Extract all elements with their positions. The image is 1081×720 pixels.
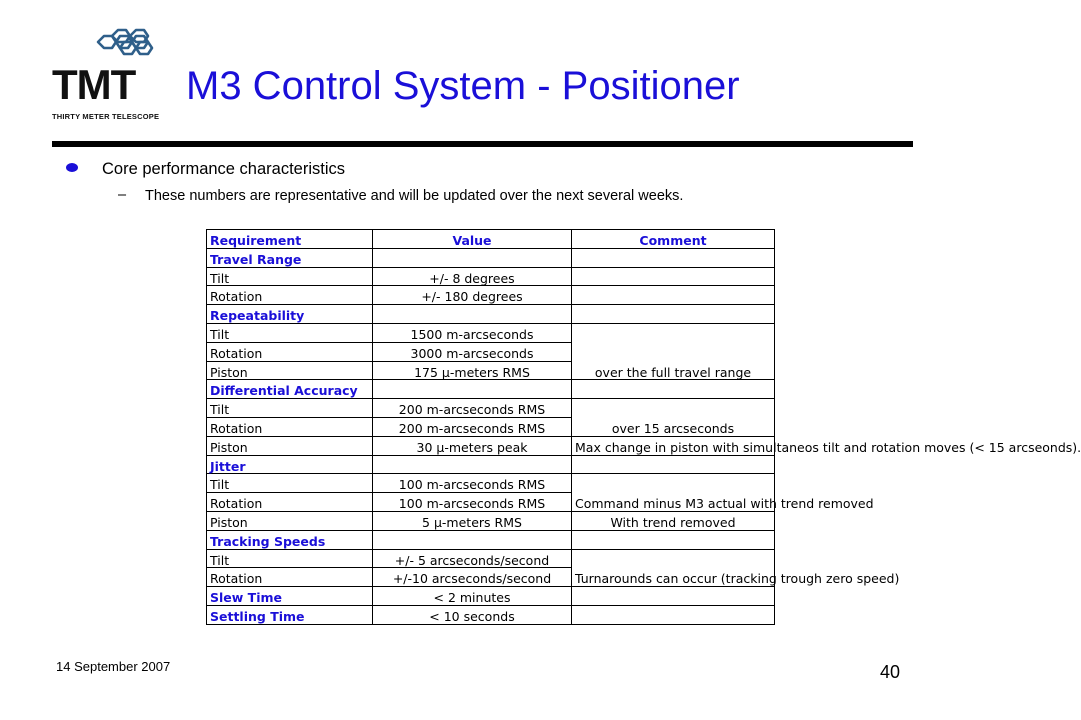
table-row: Rotation 3000 m-arcseconds (206, 341, 775, 362)
row-comment: Max change in piston with simultaneos ti… (571, 435, 1081, 456)
row-value: 175 µ-meters RMS (372, 360, 572, 381)
header-comment: Comment (571, 229, 775, 249)
row-value: < 10 seconds (372, 604, 572, 625)
bullet-main-text: Core performance characteristics (102, 160, 346, 178)
row-comment: over 15 arcseconds (571, 398, 775, 437)
page-number: 40 (880, 662, 901, 682)
title-divider (52, 141, 913, 147)
performance-table: Requirement Value Comment Travel Range T… (206, 229, 1081, 625)
slide-title: M3 Control System - Positioner (186, 64, 740, 108)
header-value: Value (372, 229, 572, 249)
table-section-row: Differential Accuracy (206, 379, 775, 400)
table-section-row: Repeatability (206, 304, 775, 324)
row-value: +/- 8 degrees (372, 266, 572, 287)
table-section-row: Settling Time < 10 seconds (206, 604, 775, 625)
table-section-row: Jitter (206, 454, 775, 475)
row-comment: Turnarounds can occur (tracking trough z… (571, 548, 899, 588)
row-comment: With trend removed (571, 510, 775, 531)
table-row: Piston 30 µ-meters peak Max change in pi… (206, 435, 1081, 456)
table-section-row: Travel Range (206, 247, 775, 268)
table-section-row: Tracking Speeds (206, 529, 775, 550)
table-row: Tilt 200 m-arcseconds RMS over 15 arcsec… (206, 398, 775, 437)
section-jitter: Jitter (206, 454, 373, 475)
sub-bullet-marker: – (118, 187, 127, 203)
section-repeatability: Repeatability (206, 304, 373, 324)
section-differential-accuracy: Differential Accuracy (206, 379, 373, 400)
section-settling-time: Settling Time (206, 604, 373, 625)
row-value: 200 m-arcseconds RMS (372, 398, 572, 418)
section-tracking-speeds: Tracking Speeds (206, 529, 373, 550)
row-value: 200 m-arcseconds RMS (372, 416, 572, 437)
table-row: Tilt +/- 5 arcseconds/second Turnarounds… (206, 548, 899, 588)
header-requirement: Requirement (206, 229, 373, 249)
table-row: Piston 175 µ-meters RMS (206, 360, 775, 381)
row-comment: Command minus M3 actual with trend remov… (571, 473, 874, 512)
row-label: Tilt (206, 473, 373, 494)
row-label: Tilt (206, 322, 373, 343)
table-section-row: Slew Time < 2 minutes (206, 586, 775, 606)
row-label: Piston (206, 510, 373, 531)
row-value: < 2 minutes (372, 586, 572, 606)
row-value: 30 µ-meters peak (372, 435, 572, 456)
row-label: Piston (206, 435, 373, 456)
table-row: Rotation 200 m-arcseconds RMS (206, 416, 775, 437)
logo-subtitle: THIRTY METER TELESCOPE (52, 112, 160, 121)
row-value: 100 m-arcseconds RMS (372, 473, 572, 494)
row-label: Tilt (206, 266, 373, 287)
row-label: Tilt (206, 548, 373, 569)
row-label: Rotation (206, 492, 373, 512)
footer-date: 14 September 2007 (56, 659, 171, 674)
table-row: Tilt +/- 8 degrees (206, 266, 775, 287)
row-value: +/-10 arcseconds/second (372, 567, 572, 588)
table-row: Tilt 1500 m-arcseconds over the full tra… (206, 322, 775, 381)
bullet-marker-icon (66, 163, 78, 172)
row-value: 3000 m-arcseconds (372, 341, 572, 362)
table-row: Rotation 100 m-arcseconds RMS (206, 492, 775, 512)
logo-wordmark: TMT (52, 61, 136, 108)
row-label: Piston (206, 360, 373, 381)
table-row: Rotation +/-10 arcseconds/second (206, 567, 775, 588)
bullet-sub-text: These numbers are representative and wil… (145, 188, 684, 204)
row-value: 5 µ-meters RMS (372, 510, 572, 531)
table-row: Tilt 100 m-arcseconds RMS Command minus … (206, 473, 874, 512)
hexagon-mirror-icon (96, 28, 154, 56)
row-value: +/- 5 arcseconds/second (372, 548, 572, 569)
row-label: Rotation (206, 285, 373, 306)
table-row: Rotation +/- 180 degrees (206, 285, 775, 306)
section-travel-range: Travel Range (206, 247, 373, 268)
row-comment: over the full travel range (571, 322, 775, 381)
row-label: Rotation (206, 341, 373, 362)
row-label: Tilt (206, 398, 373, 418)
row-value: 100 m-arcseconds RMS (372, 492, 572, 512)
tmt-logo: TMT THIRTY METER TELESCOPE (48, 28, 178, 122)
table-header-row: Requirement Value Comment (206, 229, 775, 249)
row-value: +/- 180 degrees (372, 285, 572, 306)
table-row: Piston 5 µ-meters RMS With trend removed (206, 510, 775, 531)
row-label: Rotation (206, 567, 373, 588)
row-label: Rotation (206, 416, 373, 437)
row-value: 1500 m-arcseconds (372, 322, 572, 343)
section-slew-time: Slew Time (206, 586, 373, 606)
